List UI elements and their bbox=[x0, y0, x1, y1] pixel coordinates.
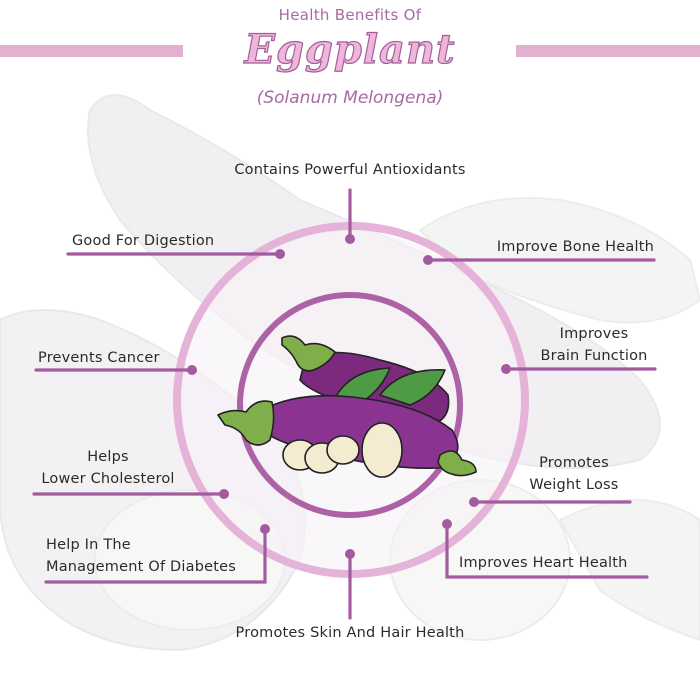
benefit-text: Promotes bbox=[539, 455, 609, 471]
benefit-text: Helps bbox=[87, 449, 129, 465]
benefit-text: Improves bbox=[559, 326, 629, 342]
connector-dots bbox=[187, 234, 511, 559]
benefit-diabetes: Help In The Management Of Diabetes bbox=[46, 534, 236, 578]
header-bar-right bbox=[516, 45, 700, 57]
benefit-text: Good For Digestion bbox=[72, 233, 215, 249]
benefit-cholesterol: Helps Lower Cholesterol bbox=[30, 446, 186, 490]
benefit-digestion: Good For Digestion bbox=[72, 230, 214, 252]
benefit-text: Improve Bone Health bbox=[496, 239, 654, 255]
benefit-text: Contains Powerful Antioxidants bbox=[234, 162, 466, 178]
inner-ring bbox=[237, 292, 463, 518]
supertitle: Health Benefits Of bbox=[278, 6, 422, 24]
benefit-text: Help In The bbox=[46, 537, 131, 553]
benefit-text: Prevents Cancer bbox=[38, 350, 160, 366]
benefit-heart: Improves Heart Health bbox=[459, 552, 628, 574]
benefit-text: Brain Function bbox=[540, 348, 648, 364]
page-title: Eggplant bbox=[244, 25, 456, 73]
connectors bbox=[32, 188, 657, 620]
benefit-bone: Improve Bone Health bbox=[450, 236, 654, 258]
benefit-text: Promotes Skin And Hair Health bbox=[235, 625, 465, 641]
benefit-brain: Improves Brain Function bbox=[528, 323, 660, 367]
benefit-text: Management Of Diabetes bbox=[46, 559, 237, 575]
eggplant-illustration-icon bbox=[217, 335, 477, 478]
scientific-name: (Solanum Melongena) bbox=[256, 88, 444, 108]
benefit-text: Lower Cholesterol bbox=[41, 471, 175, 487]
header-bar-left bbox=[0, 45, 183, 57]
benefit-weight: Promotes Weight Loss bbox=[520, 452, 628, 496]
benefit-text: Weight Loss bbox=[529, 477, 619, 493]
benefit-cancer: Prevents Cancer bbox=[38, 347, 160, 369]
benefit-text: Improves Heart Health bbox=[459, 555, 628, 571]
benefit-skin-hair: Promotes Skin And Hair Health bbox=[180, 622, 520, 644]
benefit-antioxidants: Contains Powerful Antioxidants bbox=[200, 159, 500, 181]
